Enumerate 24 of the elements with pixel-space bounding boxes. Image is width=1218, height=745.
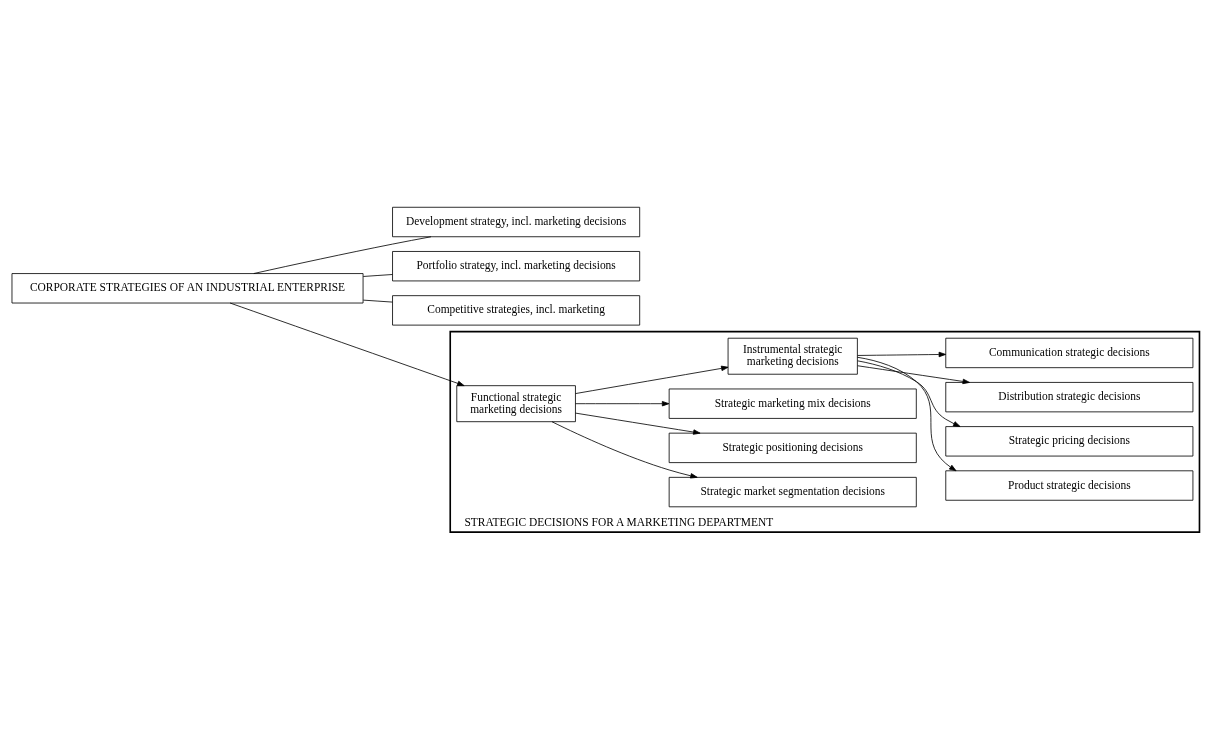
node-box: Functional strategic marketing decisions	[456, 384, 576, 422]
node-box: Strategic positioning decisions	[668, 432, 917, 463]
node-box: Product strategic decisions	[945, 469, 1194, 501]
node-box: Competitive strategies, incl. marketing	[392, 294, 641, 326]
node-box: Strategic market segmentation decisions	[668, 476, 917, 507]
arrow	[229, 302, 465, 386]
arrow	[857, 351, 947, 357]
connector	[362, 299, 393, 302]
node-box: Instrumental strategic marketing decisions	[727, 337, 858, 375]
arrow	[575, 400, 670, 406]
connector	[362, 273, 393, 277]
node-box: Distribution strategic decisions	[945, 381, 1194, 412]
node-box: Development strategy, incl. marketing decisions	[392, 206, 641, 237]
node-box: Communication strategic decisions	[945, 337, 1194, 368]
arrow	[575, 365, 729, 394]
node-box: Strategic marketing mix decisions	[668, 388, 917, 419]
node-box: Strategic pricing decisions	[945, 425, 1194, 456]
arrow	[575, 412, 701, 435]
arrow	[856, 356, 957, 471]
arrow	[551, 420, 698, 478]
arrow	[857, 364, 970, 384]
node-box: Portfolio strategy, incl. marketing decisions	[392, 250, 641, 281]
arrow	[857, 359, 961, 427]
node-box: CORPORATE STRATEGIES OF AN INDUSTRIAL ENTERPRISE	[11, 272, 364, 303]
